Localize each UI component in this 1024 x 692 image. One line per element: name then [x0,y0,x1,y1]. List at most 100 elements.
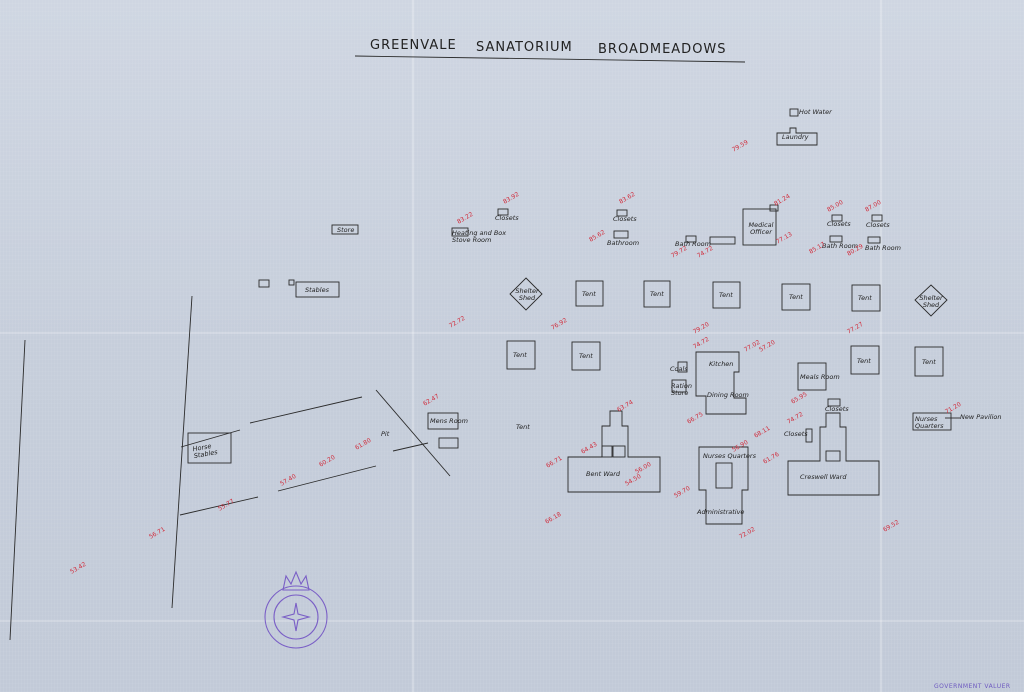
creswell-ward-building [787,412,880,496]
closets-label: Closets [495,214,519,222]
tent-label: Tent [857,357,871,365]
coals-label: Coals [670,365,688,373]
nurses-quarters-label: Nurses Quarters [915,415,944,430]
map-title-part1: GREENVALE [370,38,457,53]
pit-label: Pit [381,430,390,438]
nurses-quarters-label: Nurses Quarters [703,452,756,460]
small-shed [258,279,270,288]
closets-label: Closets [866,221,890,229]
tent-structure [575,280,604,307]
shelter-shed-label: Shelter Shed [515,287,539,302]
bathroom-label: Bathroom [607,239,640,247]
hot-water-label: Hot Water [799,108,832,116]
creswell-ward-label: Creswell Ward [800,473,847,481]
closets-building [497,208,509,216]
closets-label: Closets [825,405,849,413]
store-label: Store [337,226,355,234]
tent-structure [643,280,671,308]
medical-officer-building [742,208,777,246]
small-shed [288,279,295,286]
shelter-shed-label: Shelter Shed [919,294,943,309]
bath-room-label: Bath Room [675,240,711,248]
bath-room-label: Bath Room [865,244,901,252]
tent-label: Tent [650,290,664,298]
tent-label: Tent [579,352,593,360]
heating-room-label: Heating and Box Stove Room [452,229,507,244]
store-building [331,224,359,235]
tent-structure [850,345,880,375]
closets-building [827,398,841,407]
closets-label: Closets [827,220,851,228]
ration-store [671,379,687,393]
fence-line [375,389,451,477]
tent-label: Tent [922,358,936,366]
government-stamp [264,570,328,649]
fence-line [179,496,259,516]
mens-room-label: Mens Room [430,417,468,425]
map-title-part3: BROADMEADOWS [598,42,727,57]
fence-line [392,442,429,452]
closets-building [871,214,883,222]
tent-label: Tent [789,293,803,301]
fence-line [249,396,363,424]
paper-fold [412,0,414,692]
boundary-line [9,339,26,641]
closets-label: Closets [613,215,637,223]
tent-label: Tent [858,294,872,302]
medical-officer-annex [769,204,779,212]
shelter-shed-building [914,284,948,317]
nurses-quarters-courtyard [715,462,733,489]
tent-structure [851,284,881,312]
fence-line [277,465,377,492]
kitchen-dining-building [695,351,747,415]
tent-label: Tent [513,351,527,359]
kitchen-label: Kitchen [709,360,734,368]
stamp-footer-text: GOVERNMENT VALUER [934,683,1011,690]
map-title-part2: SANATORIUM [476,40,573,55]
laundry-building [776,127,818,146]
mens-room-building [427,412,459,430]
small-shed [438,437,459,449]
bent-ward-annex [601,445,613,458]
heating-room-building [451,227,469,237]
paper-fold [0,332,1024,334]
closets-label: Closets [784,430,808,438]
bent-ward-building [567,410,661,493]
hot-water-building [789,108,799,117]
tent-structure [914,346,944,377]
bath-room-building [829,235,843,243]
closets-building [616,209,628,217]
shelter-shed-building [509,277,543,311]
tent-structure [781,283,811,311]
tent-label: Tent [582,290,596,298]
new-pavilion-label: New Pavilion [960,413,1002,421]
tent-structure [712,281,741,309]
tent-structure [571,341,601,371]
meals-room-label: Meals Room [800,373,840,381]
horse-stables-building [187,432,232,464]
laundry-label: Laundry [782,133,809,141]
title-underline [354,55,746,63]
nurses-quarters-admin-building [698,446,749,525]
bath-room-building [709,236,736,245]
stables-building [295,281,340,298]
bath-room-label: Bath Room [822,242,858,250]
administrative-label: Administrative [697,508,745,516]
medical-officer-label: Medical Officer [748,221,774,236]
paper-fold [880,0,882,692]
tent-label: Tent [719,291,733,299]
bath-room-building [685,235,697,243]
tent-structure [506,340,536,370]
closets-building [805,428,813,443]
bathroom-building [613,230,629,239]
fence-line [171,295,193,609]
closets-building [831,214,843,222]
bath-room-building [867,236,881,244]
bent-ward-annex [612,445,626,458]
stables-label: Stables [305,286,329,294]
coals-store [677,361,688,373]
dining-room-label: Dining Room [707,391,749,399]
meals-room-building [797,362,827,391]
creswell-ward-annex [825,450,841,462]
